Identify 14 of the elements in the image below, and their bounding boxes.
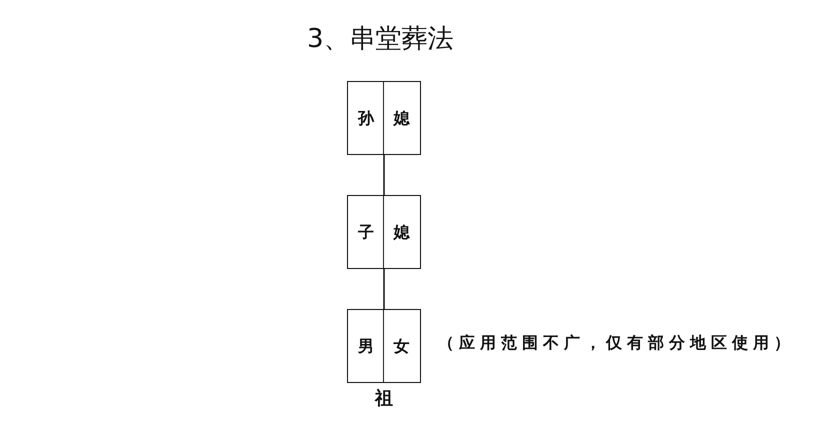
connector-line bbox=[383, 269, 385, 309]
grave-box bbox=[347, 195, 421, 269]
caption-text: 祖 bbox=[375, 388, 393, 410]
grave-box bbox=[347, 81, 421, 155]
connector-line bbox=[383, 155, 385, 195]
grave-label: 女 bbox=[393, 336, 410, 356]
grave-label: 子 bbox=[358, 222, 374, 242]
grave-label: 男 bbox=[358, 336, 374, 356]
grave-label: 孙 bbox=[358, 108, 374, 128]
grave-box bbox=[347, 309, 421, 383]
grave-label: 媳 bbox=[393, 222, 410, 242]
title: 3、串堂葬法 bbox=[307, 24, 454, 56]
note-text: （应用范围不广，仅有部分地区使用） bbox=[438, 333, 795, 352]
grave-label: 媳 bbox=[393, 108, 410, 128]
